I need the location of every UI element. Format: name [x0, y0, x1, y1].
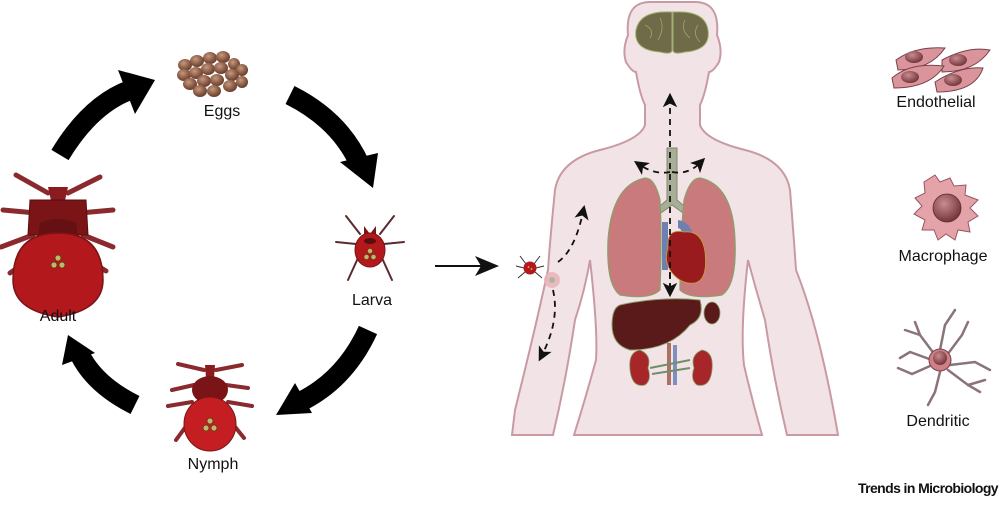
dendritic-cell-icon	[896, 308, 992, 407]
adult-label: Adult	[39, 308, 77, 325]
liver-icon	[611, 298, 702, 351]
macrophage-label: Macrophage	[898, 248, 988, 265]
nymph-mite-icon	[166, 362, 254, 452]
human-body	[510, 1, 840, 436]
left-lung-icon	[607, 177, 662, 298]
eggs-cluster-icon	[177, 51, 248, 97]
arrow-nymph-to-adult	[62, 335, 140, 414]
heart-icon	[662, 220, 706, 284]
journal-credit: Trends in Microbiology	[857, 480, 999, 496]
eggs-label: Eggs	[203, 103, 241, 120]
larva-label: Larva	[351, 292, 393, 309]
endothelial-cells-icon	[891, 47, 991, 93]
larva-mite-icon	[335, 215, 405, 281]
adult-mite-icon	[0, 172, 116, 318]
macrophage-cell-icon	[913, 174, 979, 241]
dissemination-arrows	[538, 92, 706, 362]
kidneys-icon	[629, 343, 713, 386]
arrow-larva-to-nymph	[276, 325, 378, 415]
brain-icon	[635, 11, 709, 54]
arrow-eggs-to-larva	[285, 86, 378, 188]
biting-mite-icon	[515, 255, 545, 279]
body-silhouette	[510, 1, 840, 436]
cycle-arrows	[51, 70, 378, 415]
nymph-label: Nymph	[187, 456, 239, 473]
spleen-icon	[703, 301, 721, 325]
arrow-adult-to-eggs	[51, 70, 155, 161]
dendritic-label: Dendritic	[906, 413, 970, 430]
endothelial-label: Endothelial	[896, 94, 976, 111]
